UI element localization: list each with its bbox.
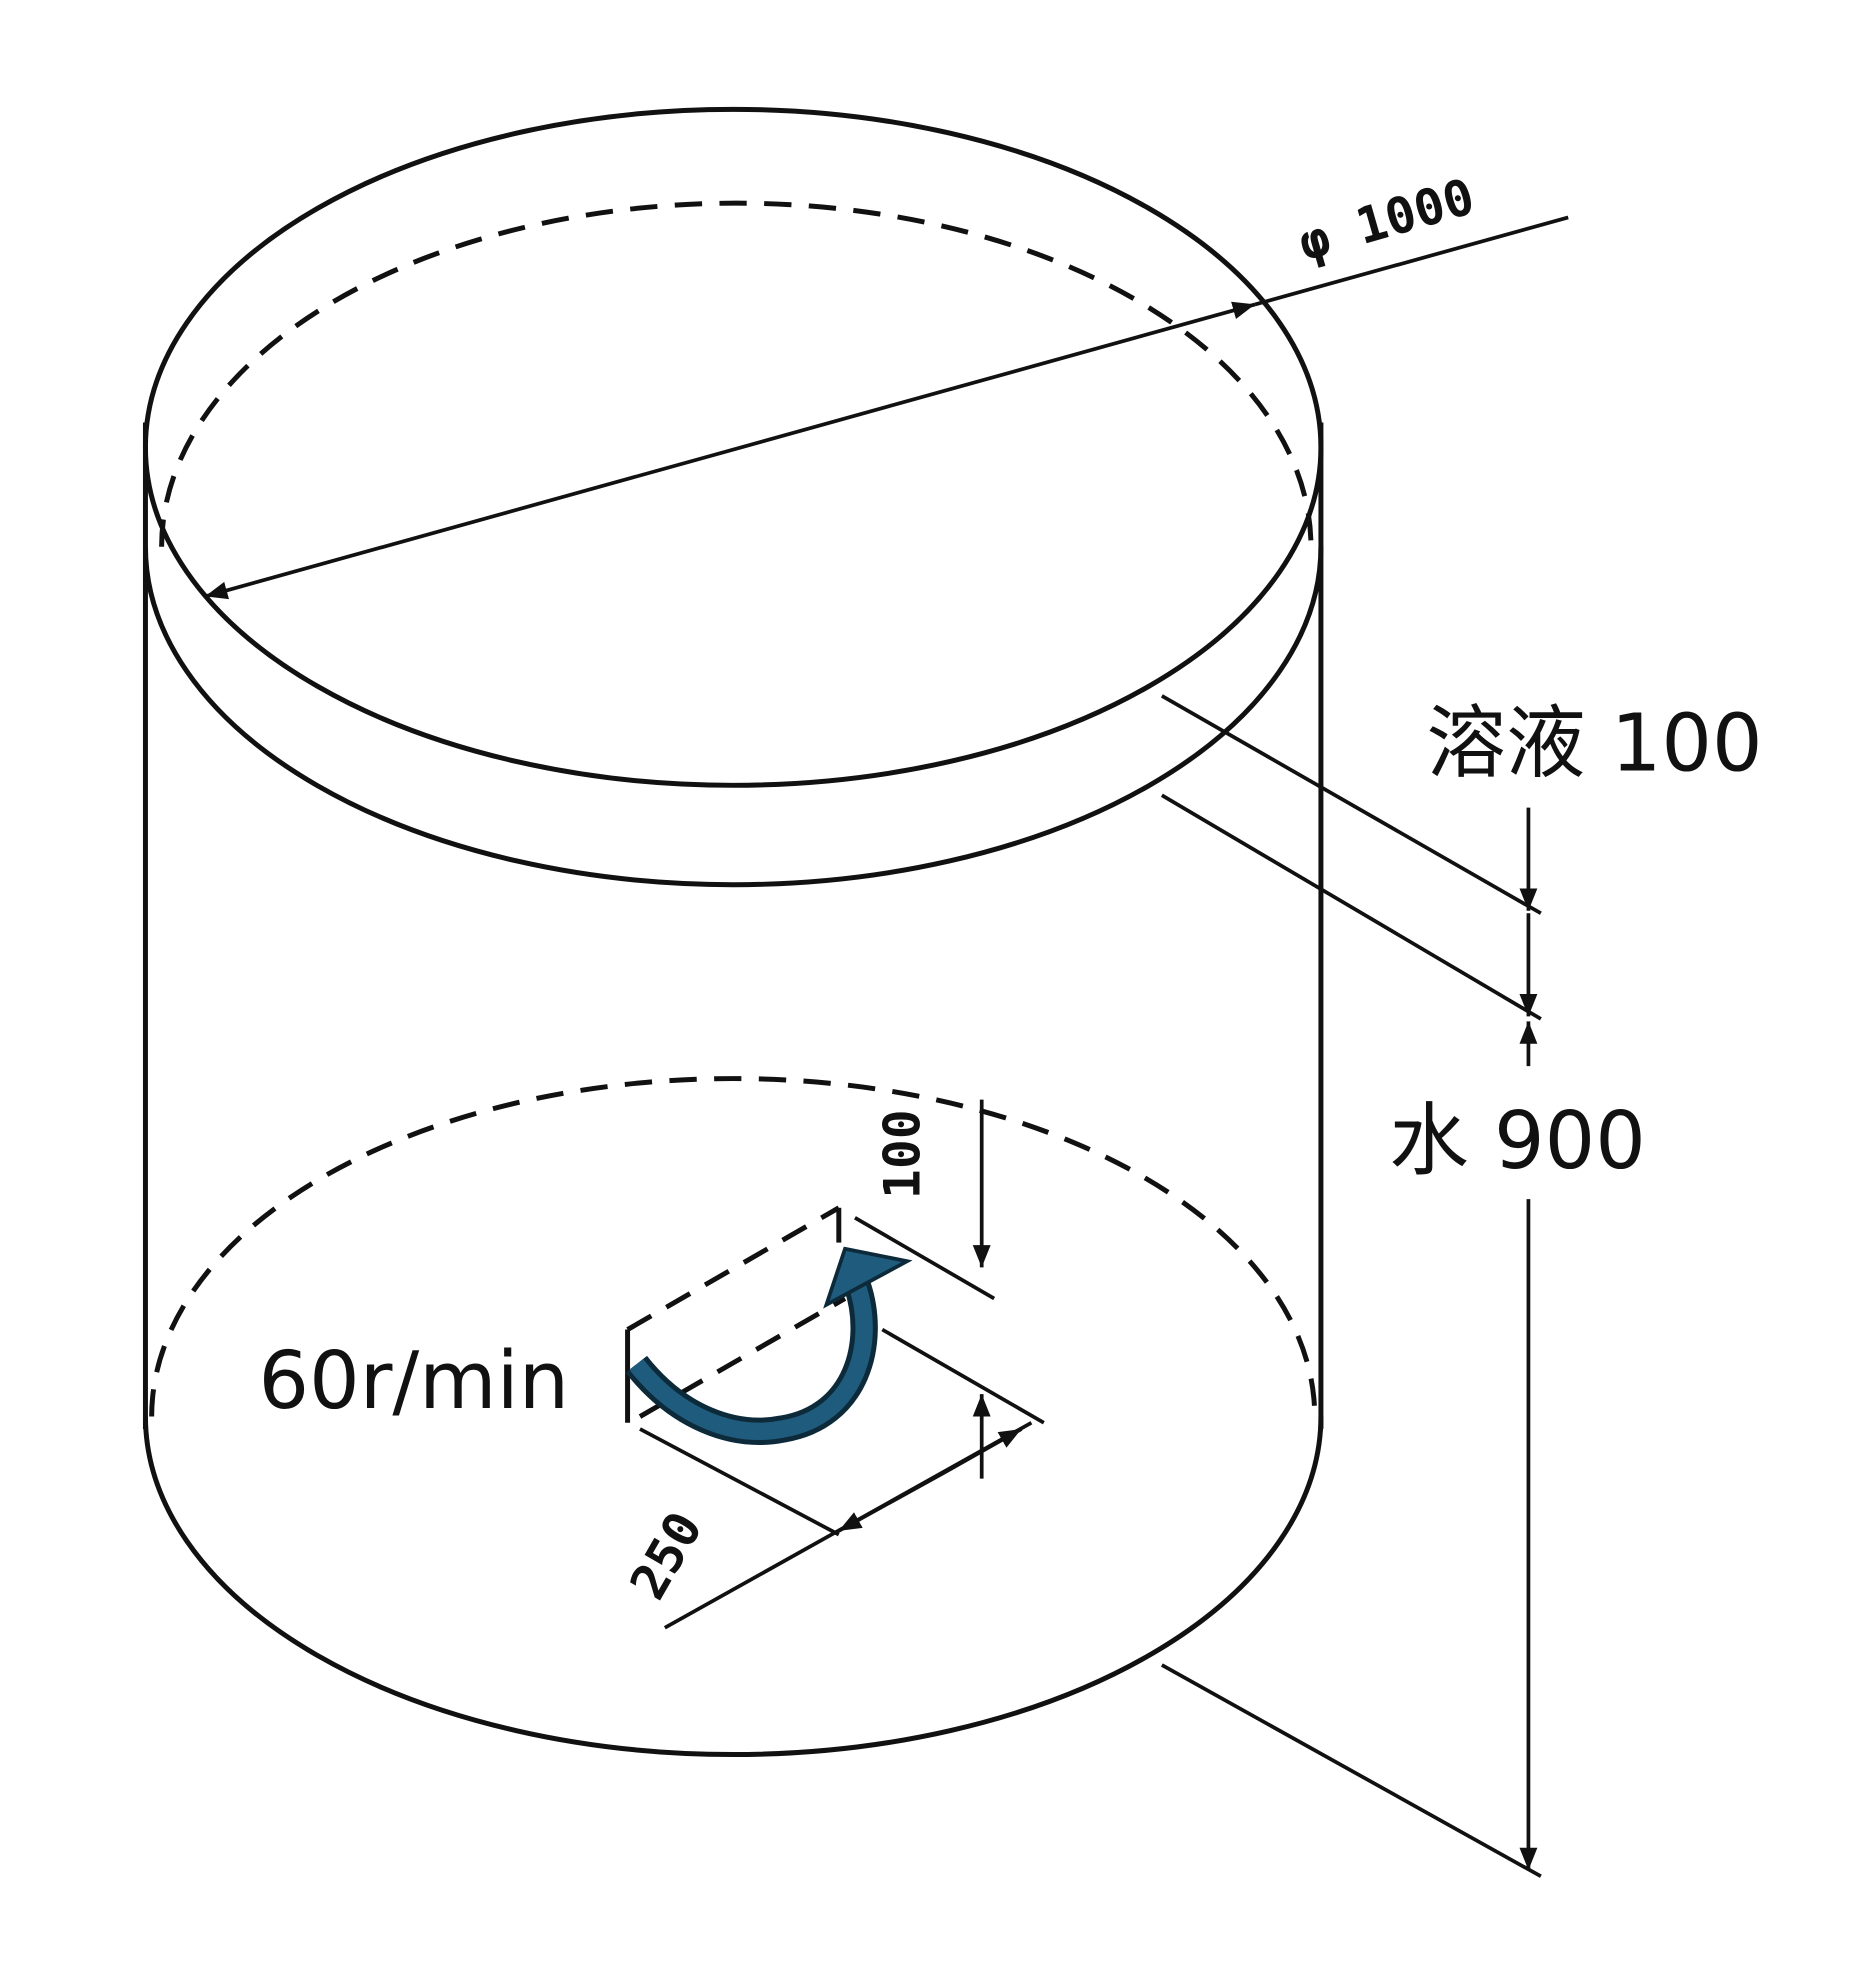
diameter-label: φ 1000 — [1292, 167, 1481, 272]
tank-bottom-back — [149, 1076, 1318, 1417]
solution-depth-label: 溶液 100 — [1427, 696, 1763, 789]
tank-bottom-front — [142, 1416, 1324, 1758]
rotation-arrow-icon — [625, 1246, 913, 1445]
paddle: 100 250 — [619, 1099, 1045, 1630]
tank-top-rim — [142, 106, 1324, 788]
tank-body — [142, 106, 1324, 1758]
height-dimensions: 溶液 100 水 900 — [1160, 694, 1763, 1878]
paddle-height-label: 100 — [874, 1109, 932, 1199]
solution-surface-back — [159, 200, 1314, 547]
paddle-width-label: 250 — [619, 1502, 714, 1609]
water-depth-label: 水 900 — [1389, 1094, 1646, 1187]
diameter-dimension: φ 1000 — [204, 167, 1569, 600]
solution-surface-front — [142, 546, 1324, 888]
rotation-speed-label: 60r/min — [259, 1334, 570, 1427]
